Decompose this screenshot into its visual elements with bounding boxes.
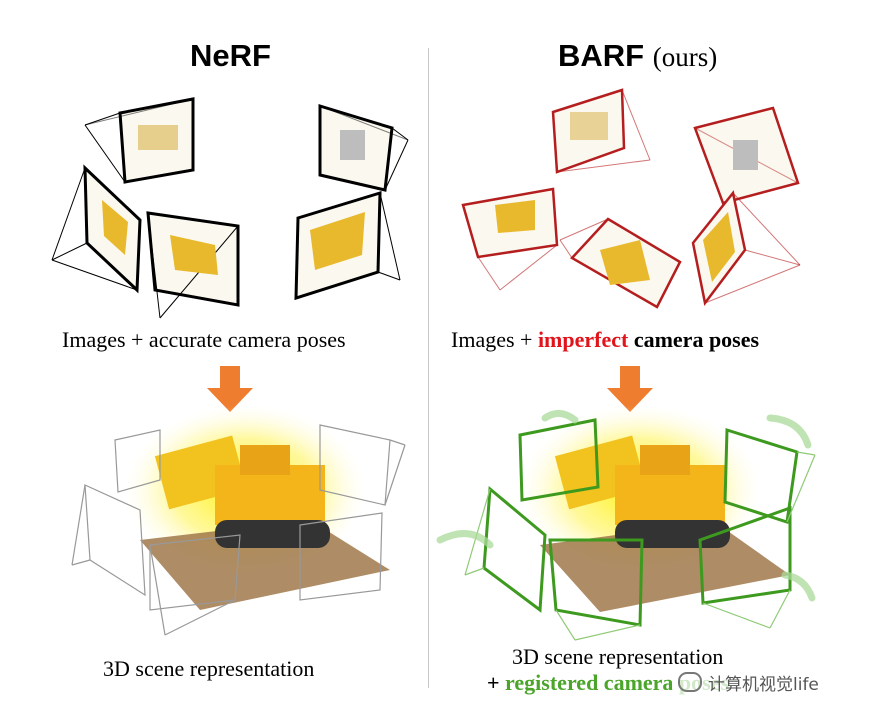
nerf-scene: [71, 405, 406, 636]
nerf-camera-1: [84, 97, 195, 184]
nerf-title: NeRF: [190, 38, 271, 73]
barf-camera-3: [461, 187, 559, 291]
nerf-caption-top: Images + accurate camera poses: [62, 327, 346, 352]
nerf-camera-4: [318, 103, 409, 192]
registration-arrows: [436, 410, 816, 602]
barf-caption-top: Images + imperfect camera poses: [451, 327, 760, 352]
watermark: 计算机视觉life: [672, 668, 848, 696]
barf-camera-1: [551, 88, 651, 174]
barf-camera-4: [559, 217, 682, 309]
barf-scene: [436, 405, 816, 641]
nerf-camera-5: [294, 190, 401, 301]
nerf-camera-3: [146, 211, 240, 319]
nerf-camera-2: [51, 164, 142, 294]
wechat-icon: [678, 672, 702, 692]
barf-camera-5: [691, 190, 801, 306]
arrow-down-right: [607, 366, 653, 412]
column-divider: [428, 48, 429, 688]
imperfect-highlight: imperfect: [537, 327, 629, 352]
barf-camera-2: [693, 106, 800, 205]
barf-title: BARF (ours): [558, 38, 718, 73]
nerf-caption-bottom: 3D scene representation: [103, 656, 315, 681]
arrow-down-left: [207, 366, 253, 412]
barf-caption-bottom-line1: 3D scene representation: [512, 644, 724, 669]
